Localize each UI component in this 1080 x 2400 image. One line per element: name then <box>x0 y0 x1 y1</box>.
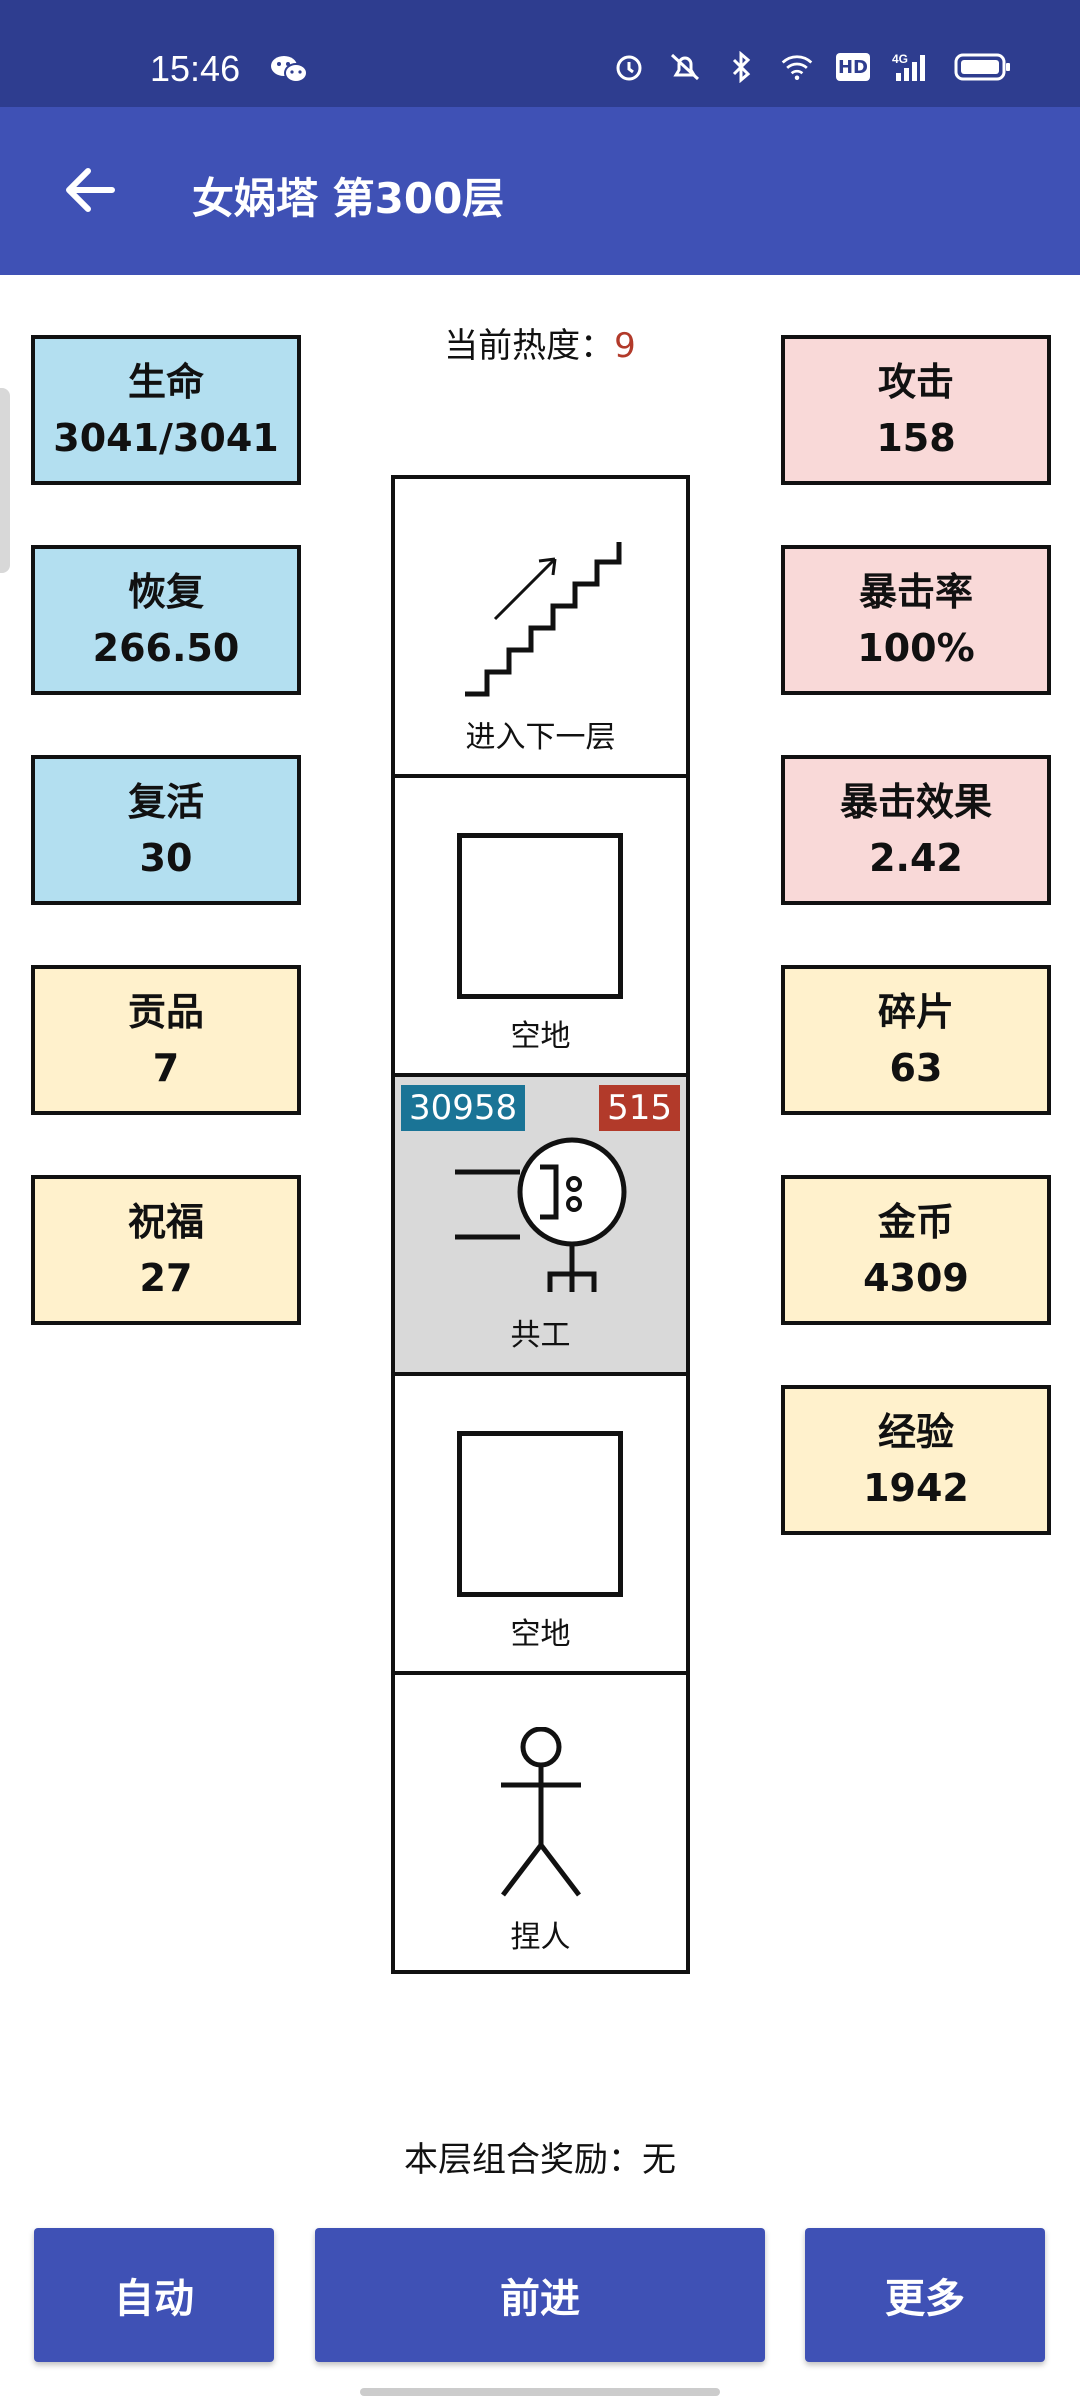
stat-blessing: 祝福 27 <box>31 1175 301 1325</box>
cell-label: 空地 <box>510 1617 571 1652</box>
stat-value: 1942 <box>863 1466 969 1510</box>
wifi-icon <box>780 50 814 84</box>
tower-cell-enemy[interactable]: 30958 515 共工 <box>395 1077 686 1376</box>
empty-square-icon <box>457 1431 623 1597</box>
auto-button[interactable]: 自动 <box>34 2228 274 2362</box>
stat-name: 暴击效果 <box>839 780 992 824</box>
alarm-icon <box>612 50 646 84</box>
stat-value: 30 <box>139 836 193 880</box>
stat-life: 生命 3041/3041 <box>31 335 301 485</box>
tower-cell-empty[interactable]: 空地 <box>395 778 686 1077</box>
stat-value: 100% <box>857 626 975 670</box>
stat-crit-rate: 暴击率 100% <box>781 545 1051 695</box>
tower-cell-player[interactable]: 捏人 <box>395 1675 686 1974</box>
stat-experience: 经验 1942 <box>781 1385 1051 1535</box>
page-title: 女娲塔 第300层 <box>192 174 505 223</box>
app-bar: 女娲塔 第300层 <box>0 107 1080 275</box>
stat-gold: 金币 4309 <box>781 1175 1051 1325</box>
tower-cell-empty[interactable]: 空地 <box>395 1376 686 1675</box>
enemy-gonggong-icon <box>455 1137 627 1292</box>
stat-name: 生命 <box>127 360 204 404</box>
stat-name: 祝福 <box>127 1200 204 1244</box>
stat-value: 63 <box>889 1046 943 1090</box>
stat-revive: 复活 30 <box>31 755 301 905</box>
stat-name: 金币 <box>877 1200 954 1244</box>
cell-label: 捏人 <box>510 1920 571 1955</box>
tower-column: 进入下一层 空地 30958 515 共工 空地 捏人 <box>391 475 690 1974</box>
svg-text:4G: 4G <box>892 52 908 66</box>
cell-label: 进入下一层 <box>465 720 616 755</box>
enemy-hp-badge: 30958 <box>401 1085 526 1131</box>
empty-square-icon <box>457 833 623 999</box>
cell-label: 空地 <box>510 1019 571 1054</box>
floor-bonus: 本层组合奖励：无 <box>0 2132 1080 2181</box>
stat-value: 266.50 <box>92 626 240 670</box>
side-drawer-handle[interactable] <box>0 388 10 573</box>
heat-label: 当前热度： <box>444 326 615 366</box>
stat-name: 暴击率 <box>858 570 973 614</box>
hd-icon: HD <box>836 53 870 81</box>
bluetooth-icon <box>724 50 758 84</box>
wechat-icon <box>271 56 308 83</box>
4g-signal-icon: 4G <box>892 50 932 84</box>
stat-name: 恢复 <box>127 570 204 614</box>
enemy-attack-badge: 515 <box>599 1085 680 1131</box>
stat-tribute: 贡品 7 <box>31 965 301 1115</box>
stat-name: 碎片 <box>877 990 954 1034</box>
more-button[interactable]: 更多 <box>805 2228 1045 2362</box>
status-time: 15:46 <box>150 48 241 89</box>
heat-value: 9 <box>614 326 636 366</box>
stick-figure-icon <box>501 1727 581 1897</box>
gesture-nav-bar[interactable] <box>360 2388 720 2396</box>
stat-value: 2.42 <box>869 836 963 880</box>
bonus-value: 无 <box>642 2140 676 2180</box>
stat-name: 复活 <box>127 780 204 824</box>
stat-value: 27 <box>139 1256 193 1300</box>
battery-icon <box>954 50 1012 84</box>
status-bar: 15:46 HD 4G <box>0 0 1080 107</box>
forward-button[interactable]: 前进 <box>315 2228 765 2362</box>
stairs-icon <box>465 542 622 697</box>
mute-icon <box>668 50 702 84</box>
back-button[interactable] <box>55 155 125 225</box>
tower-cell-next-floor[interactable]: 进入下一层 <box>395 479 686 778</box>
stat-value: 4309 <box>863 1256 969 1300</box>
heat-indicator: 当前热度：9 <box>0 318 1080 367</box>
stat-value: 7 <box>152 1046 180 1090</box>
stat-attack: 攻击 158 <box>781 335 1051 485</box>
arrow-left-icon <box>66 168 115 212</box>
stat-name: 攻击 <box>877 360 954 404</box>
stat-value: 158 <box>876 416 956 460</box>
bonus-label: 本层组合奖励： <box>404 2140 642 2180</box>
cell-label: 共工 <box>510 1318 571 1353</box>
stat-fragments: 碎片 63 <box>781 965 1051 1115</box>
stat-recovery: 恢复 266.50 <box>31 545 301 695</box>
stat-name: 经验 <box>877 1410 954 1454</box>
stat-value: 3041/3041 <box>53 416 279 460</box>
stat-name: 贡品 <box>127 990 204 1034</box>
stat-crit-effect: 暴击效果 2.42 <box>781 755 1051 905</box>
